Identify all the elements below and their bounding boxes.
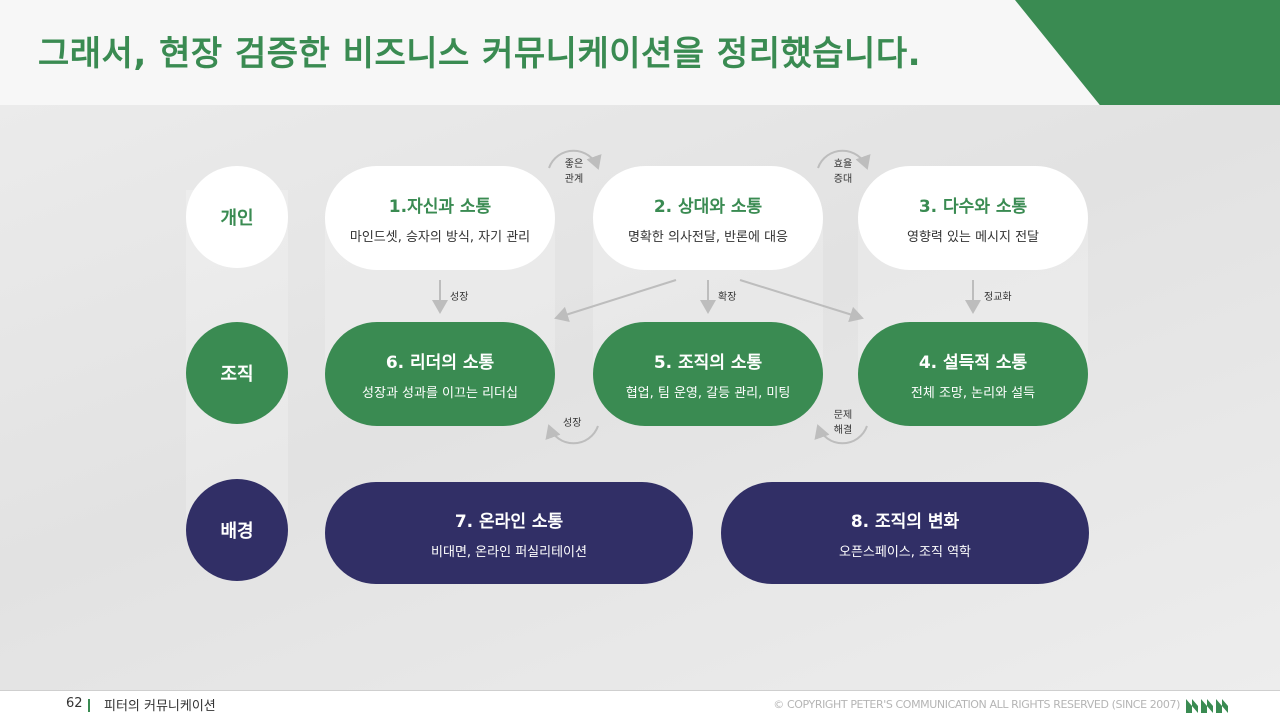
label-line: 해결: [833, 425, 853, 436]
box-subtitle: 전체 조망, 논리와 설득: [910, 385, 1036, 401]
footer: 62 피터의 커뮤니케이션 © COPYRIGHT PETER'S COMMUN…: [0, 690, 1280, 721]
box-group-communication: 3. 다수와 소통 영향력 있는 메시지 전달: [858, 166, 1088, 270]
box-subtitle: 오픈스페이스, 조직 역학: [839, 544, 971, 560]
box-organization-communication: 5. 조직의 소통 협업, 팀 운영, 갈등 관리, 미팅: [593, 322, 823, 426]
box-title: 7. 온라인 소통: [454, 511, 564, 532]
box-title: 1.자신과 소통: [388, 196, 492, 217]
box-subtitle: 영향력 있는 메시지 전달: [907, 229, 1039, 245]
box-partner-communication: 2. 상대와 소통 명확한 의사전달, 반론에 대응: [593, 166, 823, 270]
box-subtitle: 협업, 팀 운영, 갈등 관리, 미팅: [625, 385, 791, 401]
label-line: 효율: [833, 159, 853, 170]
arrow-efficiency: [817, 149, 871, 170]
label-expand: 확장: [718, 292, 737, 303]
row-label-background: 배경: [186, 479, 288, 581]
label-growth-down: 성장: [450, 292, 469, 303]
label-efficiency: 효율 증대: [825, 157, 861, 187]
box-title: 5. 조직의 소통: [653, 352, 763, 373]
box-self-communication: 1.자신과 소통 마인드셋, 승자의 방식, 자기 관리: [325, 166, 555, 270]
label-good-relation: 좋은 관계: [556, 157, 592, 187]
box-online-communication: 7. 온라인 소통 비대면, 온라인 퍼실리테이션: [325, 482, 693, 584]
box-organization-change: 8. 조직의 변화 오픈스페이스, 조직 역학: [721, 482, 1089, 584]
label-line: 좋은: [564, 159, 584, 170]
arrow-good-relation: [548, 149, 602, 170]
label-growth-bottom: 성장: [563, 418, 582, 429]
arrow-growth-bottom: [545, 424, 599, 445]
label-line: 증대: [833, 174, 853, 185]
page-divider: [88, 699, 90, 712]
box-subtitle: 비대면, 온라인 퍼실리테이션: [431, 544, 587, 560]
brand-logo-icon: [1186, 699, 1228, 713]
row-label-individual: 개인: [186, 166, 288, 268]
box-title: 8. 조직의 변화: [850, 511, 960, 532]
box-subtitle: 성장과 성과를 이끄는 리더십: [362, 385, 518, 401]
box-title: 4. 설득적 소통: [918, 352, 1028, 373]
arrow-expand-right: [739, 279, 864, 323]
arrow-problem-solving: [814, 424, 868, 445]
label-line: 관계: [564, 174, 584, 185]
box-subtitle: 명확한 의사전달, 반론에 대응: [627, 229, 789, 245]
box-leader-communication: 6. 리더의 소통 성장과 성과를 이끄는 리더십: [325, 322, 555, 426]
label-problem-solving: 문제 해결: [826, 408, 860, 438]
copyright-text: © COPYRIGHT PETER'S COMMUNICATION ALL RI…: [773, 698, 1180, 711]
arrow-expand-left: [554, 279, 677, 323]
footer-title: 피터의 커뮤니케이션: [104, 699, 216, 714]
box-title: 6. 리더의 소통: [385, 352, 495, 373]
box-title: 2. 상대와 소통: [653, 196, 763, 217]
label-line: 문제: [833, 410, 853, 421]
box-subtitle: 마인드셋, 승자의 방식, 자기 관리: [349, 229, 531, 245]
box-persuasive-communication: 4. 설득적 소통 전체 조망, 논리와 설득: [858, 322, 1088, 426]
row-label-organization: 조직: [186, 322, 288, 424]
box-title: 3. 다수와 소통: [918, 196, 1028, 217]
page-number: 62: [66, 696, 83, 711]
label-sophisticate: 정교화: [984, 292, 1012, 303]
page-title: 그래서, 현장 검증한 비즈니스 커뮤니케이션을 정리했습니다.: [38, 34, 922, 74]
